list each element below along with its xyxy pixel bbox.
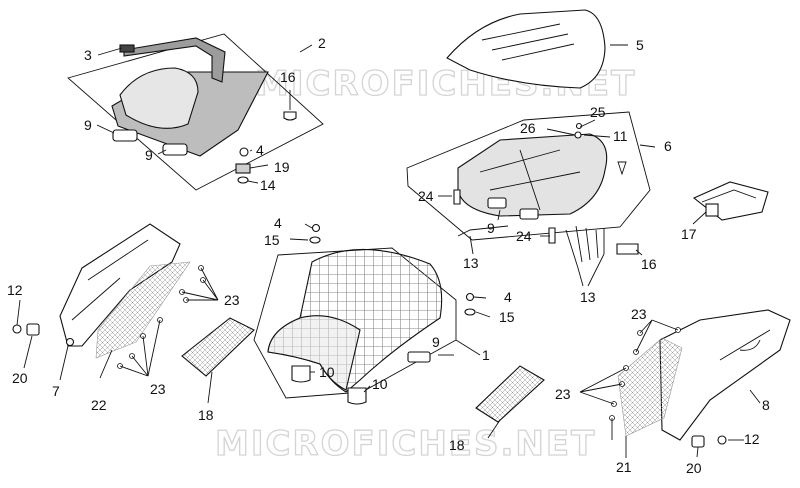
washer-19 xyxy=(235,163,251,174)
callout-9-a: 9 xyxy=(84,117,92,133)
seat-cowl xyxy=(446,9,606,89)
spacer-10-b xyxy=(347,387,367,405)
spacer-16-right xyxy=(616,243,639,255)
spacer-10-a xyxy=(291,365,311,383)
callout-14: 14 xyxy=(260,177,276,193)
rider-seat-assembly xyxy=(253,223,476,405)
bracket-17 xyxy=(692,181,769,221)
callout-23-right-bottom: 23 xyxy=(555,386,571,402)
screw-4-mid xyxy=(311,223,321,233)
mesh-22 xyxy=(95,261,191,359)
screw-4-top xyxy=(239,147,249,157)
callout-23-left-top: 23 xyxy=(224,292,240,308)
pad-9-frame-b xyxy=(519,208,539,220)
callout-3: 3 xyxy=(84,47,92,63)
callout-2: 2 xyxy=(318,35,326,51)
callout-6: 6 xyxy=(664,138,672,154)
pins-13 xyxy=(457,225,605,269)
callout-1: 1 xyxy=(482,347,490,363)
cowl-ribs xyxy=(481,23,575,61)
rubber-pad-left xyxy=(112,129,138,142)
callout-15-right: 15 xyxy=(499,309,515,325)
callout-9-c: 9 xyxy=(487,220,495,236)
callout-24-b: 24 xyxy=(516,228,532,244)
callout-4-mid: 4 xyxy=(274,215,282,231)
stud-24-right xyxy=(548,227,556,244)
callout-7: 7 xyxy=(52,383,60,399)
right-side-panel xyxy=(659,309,791,441)
callout-11: 11 xyxy=(613,128,628,144)
callout-9-d: 9 xyxy=(432,334,440,350)
callout-4-top: 4 xyxy=(256,142,264,158)
spacer-20-left xyxy=(26,323,40,336)
washer-15-mid xyxy=(309,236,321,244)
callout-10-a: 10 xyxy=(319,364,335,380)
left-side-panel xyxy=(59,223,181,347)
seat-frame-assembly xyxy=(406,111,651,244)
grab-strap xyxy=(123,37,226,83)
callout-19: 19 xyxy=(274,159,290,175)
callout-15-mid: 15 xyxy=(264,232,280,248)
spacer-20-right xyxy=(691,435,705,448)
spacer-16-top xyxy=(283,111,297,121)
callout-labels: 2 3 5 16 9 9 4 19 14 25 26 11 6 24 9 24 … xyxy=(7,35,770,476)
stud-24-left xyxy=(453,189,461,205)
callout-24-a: 24 xyxy=(418,188,434,204)
latch-pin xyxy=(617,161,627,176)
callout-8: 8 xyxy=(762,397,770,413)
watermark-bottom: MICROFICHES.NET xyxy=(215,424,596,464)
callout-18-left: 18 xyxy=(198,407,214,423)
callout-16-right: 16 xyxy=(641,256,657,272)
passenger-seat-assembly xyxy=(67,33,324,191)
pad-9-rider xyxy=(407,351,431,363)
rider-seat-side xyxy=(267,315,361,391)
callout-16-top: 16 xyxy=(280,69,296,85)
callout-12-right: 12 xyxy=(744,431,760,447)
clips-23 xyxy=(117,265,681,421)
group-6-boundary xyxy=(406,111,651,241)
frame-details xyxy=(479,149,581,211)
strap-clip xyxy=(119,44,135,53)
callout-23-right-top: 23 xyxy=(631,306,647,322)
mesh-21 xyxy=(617,337,683,437)
washer-14 xyxy=(237,176,249,184)
callout-13-b: 13 xyxy=(580,289,596,305)
foam-pad-18-bottom xyxy=(475,365,545,423)
callout-18-bottom: 18 xyxy=(449,437,465,453)
screw-12-right xyxy=(717,435,727,445)
washer-15-right xyxy=(464,308,476,316)
callout-20-left: 20 xyxy=(12,370,28,386)
screw-25 xyxy=(575,122,583,130)
callout-17: 17 xyxy=(681,226,697,242)
panel-grommet xyxy=(65,337,75,347)
callout-13-a: 13 xyxy=(463,255,479,271)
callout-25: 25 xyxy=(590,104,606,120)
callout-5: 5 xyxy=(636,37,644,53)
callout-9-b: 9 xyxy=(145,147,153,163)
callout-20-right: 20 xyxy=(686,460,702,476)
screw-12-left xyxy=(12,324,22,334)
callout-4-right: 4 xyxy=(504,289,512,305)
callout-26: 26 xyxy=(520,120,536,136)
rubber-pad-right xyxy=(162,143,188,156)
callout-12-left: 12 xyxy=(7,282,23,298)
foam-pad-18-left xyxy=(181,317,255,377)
callout-10-b: 10 xyxy=(372,376,388,392)
callout-23-left-bottom: 23 xyxy=(150,381,166,397)
callout-22: 22 xyxy=(91,397,107,413)
seat-frame xyxy=(457,133,608,217)
screw-4-right xyxy=(465,292,475,302)
passenger-seat-cushion xyxy=(119,67,199,129)
leader-lines xyxy=(16,44,761,458)
screw-11 xyxy=(574,131,582,139)
pad-9-frame-a xyxy=(487,197,507,209)
callout-21: 21 xyxy=(616,459,632,475)
